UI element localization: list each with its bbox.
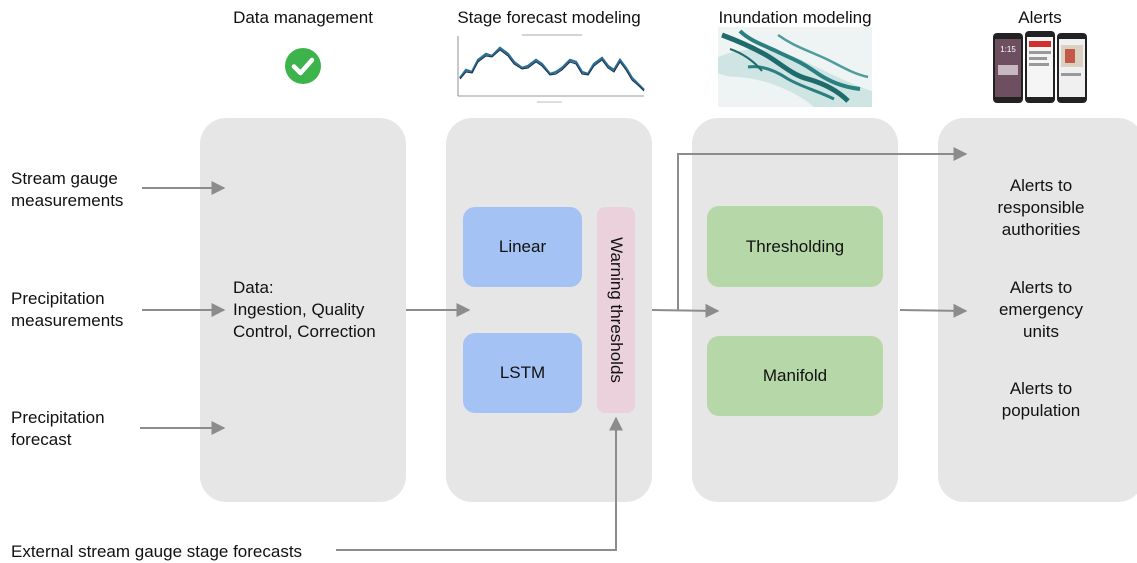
input-stream-gauge-line1: Stream gauge bbox=[11, 169, 118, 188]
model-manifold-box: Manifold bbox=[707, 336, 883, 416]
input-precip-forecast: Precipitation forecast bbox=[11, 407, 105, 451]
title-inundation-modeling: Inundation modeling bbox=[718, 8, 872, 27]
arrow-inundation-to-alerts bbox=[899, 303, 968, 318]
warning-thresholds-label: Warning thresholds bbox=[607, 237, 626, 383]
arrow-models-to-inundation bbox=[651, 303, 720, 318]
alert-emergency: Alerts to emergency units bbox=[961, 277, 1121, 343]
model-linear-box: Linear bbox=[463, 207, 582, 287]
warning-thresholds-bar: Warning thresholds bbox=[597, 207, 635, 413]
alert-authorities-line1: Alerts to bbox=[1009, 176, 1073, 195]
title-stage-forecast-modeling: Stage forecast modeling bbox=[457, 8, 641, 27]
forecast-chart-thumbnail-icon bbox=[452, 32, 646, 104]
data-processing-line3: Control, Correction bbox=[233, 322, 376, 341]
model-linear-label: Linear bbox=[498, 237, 547, 256]
alert-authorities-line3: authorities bbox=[1001, 220, 1081, 239]
alert-authorities: Alerts to responsible authorities bbox=[961, 175, 1121, 241]
panel-alerts bbox=[938, 118, 1137, 502]
input-precip-forecast-line2: forecast bbox=[11, 430, 72, 449]
title-alerts: Alerts bbox=[1018, 8, 1062, 27]
title-data-management: Data management bbox=[233, 8, 373, 27]
model-thresholding-label: Thresholding bbox=[745, 236, 845, 256]
panel-inundation bbox=[692, 118, 898, 502]
alert-emergency-line1: Alerts to bbox=[1009, 278, 1073, 297]
alert-population-line1: Alerts to bbox=[1009, 379, 1073, 398]
model-thresholding-box: Thresholding bbox=[707, 206, 883, 287]
model-lstm-box: LSTM bbox=[463, 333, 582, 413]
phone-clock: 1:15 bbox=[1000, 45, 1016, 54]
inundation-map-thumbnail-icon bbox=[718, 27, 872, 107]
data-processing-line2: Ingestion, Quality bbox=[233, 300, 365, 319]
arrow-external-to-thresholds bbox=[336, 416, 623, 551]
alert-population: Alerts to population bbox=[961, 378, 1121, 422]
alert-authorities-line2: responsible bbox=[997, 198, 1085, 217]
input-stream-gauge: Stream gauge measurements bbox=[11, 168, 123, 212]
alert-emergency-line2: emergency bbox=[998, 300, 1084, 319]
input-stream-gauge-line2: measurements bbox=[11, 191, 124, 210]
input-precip-measurements: Precipitation measurements bbox=[11, 288, 123, 332]
model-manifold-label: Manifold bbox=[762, 366, 828, 385]
check-icon bbox=[284, 47, 322, 85]
alert-phones-thumbnail-icon: 1:15 bbox=[993, 31, 1089, 105]
alert-population-line2: population bbox=[1001, 401, 1081, 420]
arrow-models-to-authorities bbox=[677, 147, 968, 310]
data-processing-label: Data: Ingestion, Quality Control, Correc… bbox=[233, 277, 376, 343]
model-lstm-label: LSTM bbox=[499, 363, 546, 382]
panel-data-management bbox=[200, 118, 406, 502]
input-external-forecasts: External stream gauge stage forecasts bbox=[11, 542, 303, 561]
input-precip-measurements-line1: Precipitation bbox=[11, 289, 105, 308]
input-precip-measurements-line2: measurements bbox=[11, 311, 124, 330]
alert-emergency-line3: units bbox=[1023, 322, 1059, 341]
data-processing-line1: Data: bbox=[233, 278, 274, 297]
input-precip-forecast-line1: Precipitation bbox=[11, 408, 105, 427]
